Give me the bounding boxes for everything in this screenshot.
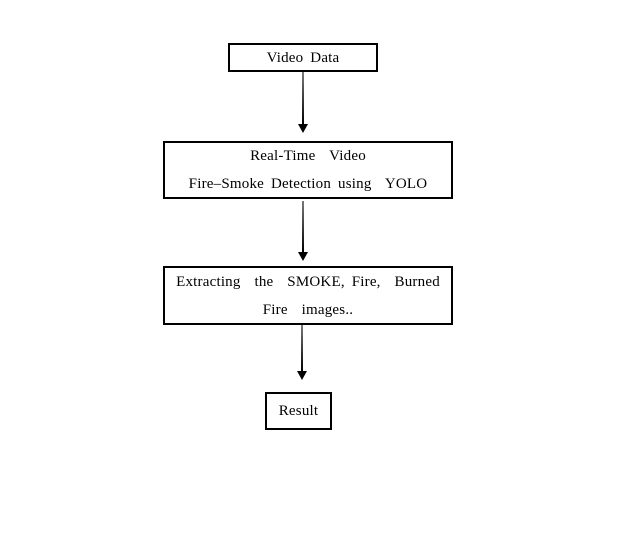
- node-label-line-1: Real-Time Video: [250, 148, 366, 164]
- flowchart-node-result: Result: [265, 392, 332, 430]
- arrow-detection-to-extracting: [298, 201, 308, 261]
- arrow-video-to-detection: [298, 72, 308, 133]
- arrow-stem: [302, 201, 304, 252]
- arrow-stem: [301, 325, 303, 371]
- flowchart-node-video-data: Video Data: [228, 43, 378, 72]
- node-label: Result: [278, 403, 319, 419]
- flowchart-node-fire-smoke-detection: Real-Time Video Fire–Smoke Detection usi…: [163, 141, 453, 199]
- arrowhead-down-icon: [298, 252, 308, 261]
- arrow-stem: [302, 72, 304, 124]
- node-label-line-1: Extracting the SMOKE, Fire, Burned: [176, 273, 440, 290]
- arrowhead-down-icon: [297, 371, 307, 380]
- flowchart-node-extracting-images: Extracting the SMOKE, Fire, Burned Fire …: [163, 266, 453, 325]
- node-label-line-2: Fire images..: [262, 301, 354, 318]
- node-label: Video Data: [266, 49, 340, 66]
- node-label-line-2: Fire–Smoke Detection using YOLO: [188, 176, 428, 192]
- arrow-extracting-to-result: [297, 325, 307, 380]
- arrowhead-down-icon: [298, 124, 308, 133]
